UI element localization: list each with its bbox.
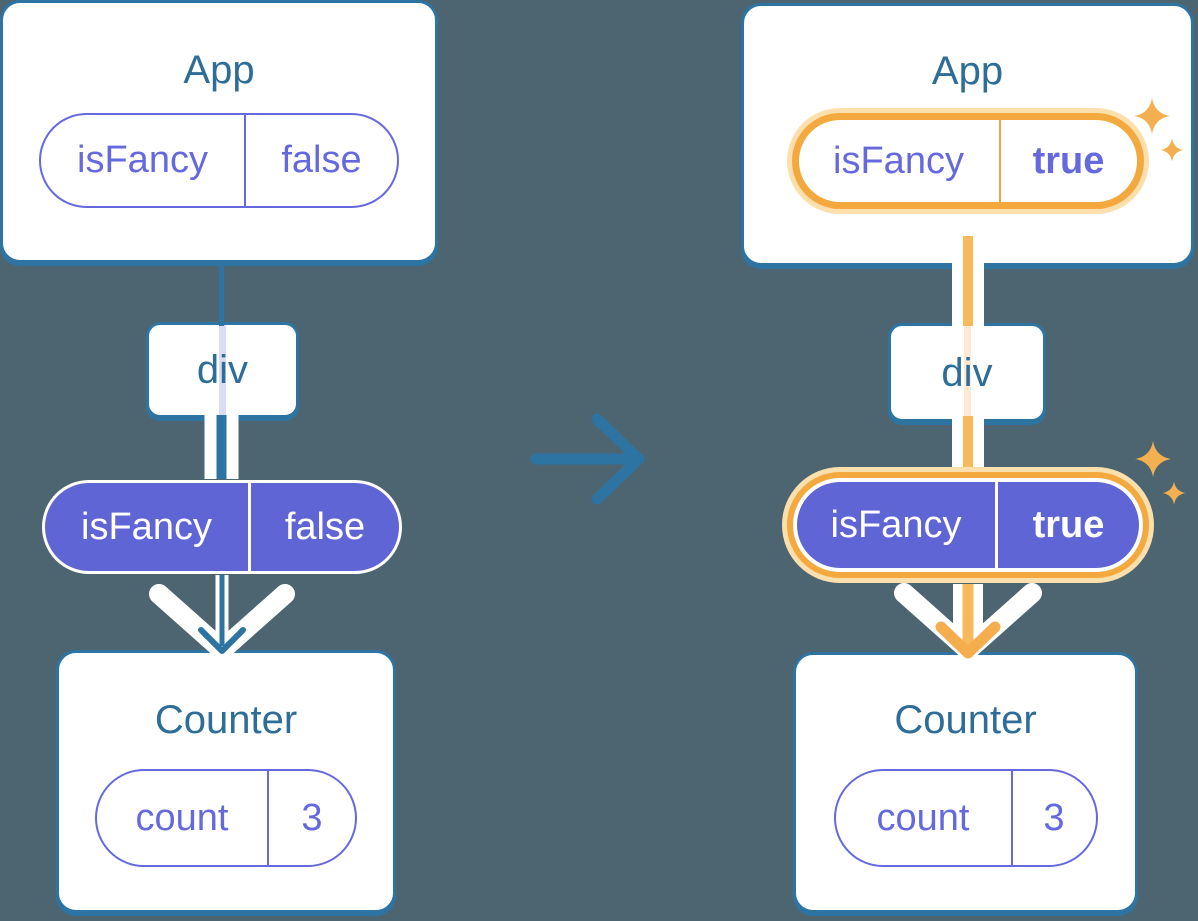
right-counter-title: Counter (894, 698, 1037, 742)
left-counter-title: Counter (154, 698, 298, 742)
left-app-title: App (183, 48, 255, 92)
prop-value: true (995, 482, 1139, 568)
left-down-arrow-icon (149, 575, 295, 660)
left-div-label: div (196, 348, 249, 392)
state-name: count (876, 796, 970, 839)
right-app-title: App (931, 49, 1004, 93)
right-arrow-icon (530, 413, 645, 505)
right-div-label: div (941, 350, 993, 395)
pass-through-line (963, 326, 971, 419)
prop-value: false (244, 115, 397, 206)
left-div-card: div (146, 322, 299, 418)
left-passed-prop-pill: isFancy false (42, 480, 402, 574)
right-passed-prop-pill-highlighted: isFancy true (782, 467, 1154, 583)
left-app-prop-pill: isFancy false (39, 113, 399, 208)
prop-value: false (248, 483, 399, 571)
prop-name: isFancy (833, 139, 964, 182)
right-counter-state-pill: count 3 (833, 769, 1098, 867)
state-value: 3 (267, 771, 355, 865)
left-counter-state-pill: count 3 (95, 769, 357, 867)
left-counter-card: Counter count 3 (56, 650, 396, 913)
state-name: count (135, 796, 229, 839)
state-value: 3 (1010, 771, 1096, 865)
left-app-card: App isFancy false (0, 0, 438, 263)
right-down-arrow-icon (894, 583, 1042, 660)
pass-through-line (219, 325, 226, 415)
prop-name: isFancy (81, 505, 212, 548)
right-counter-card: Counter count 3 (793, 652, 1138, 913)
prop-name: isFancy (77, 139, 208, 181)
right-div-card: div (888, 323, 1046, 422)
right-app-card: App isFancy true (741, 3, 1194, 266)
prop-name: isFancy (830, 503, 962, 546)
prop-value: true (998, 120, 1137, 202)
right-app-prop-pill-highlighted: isFancy true (786, 108, 1149, 214)
